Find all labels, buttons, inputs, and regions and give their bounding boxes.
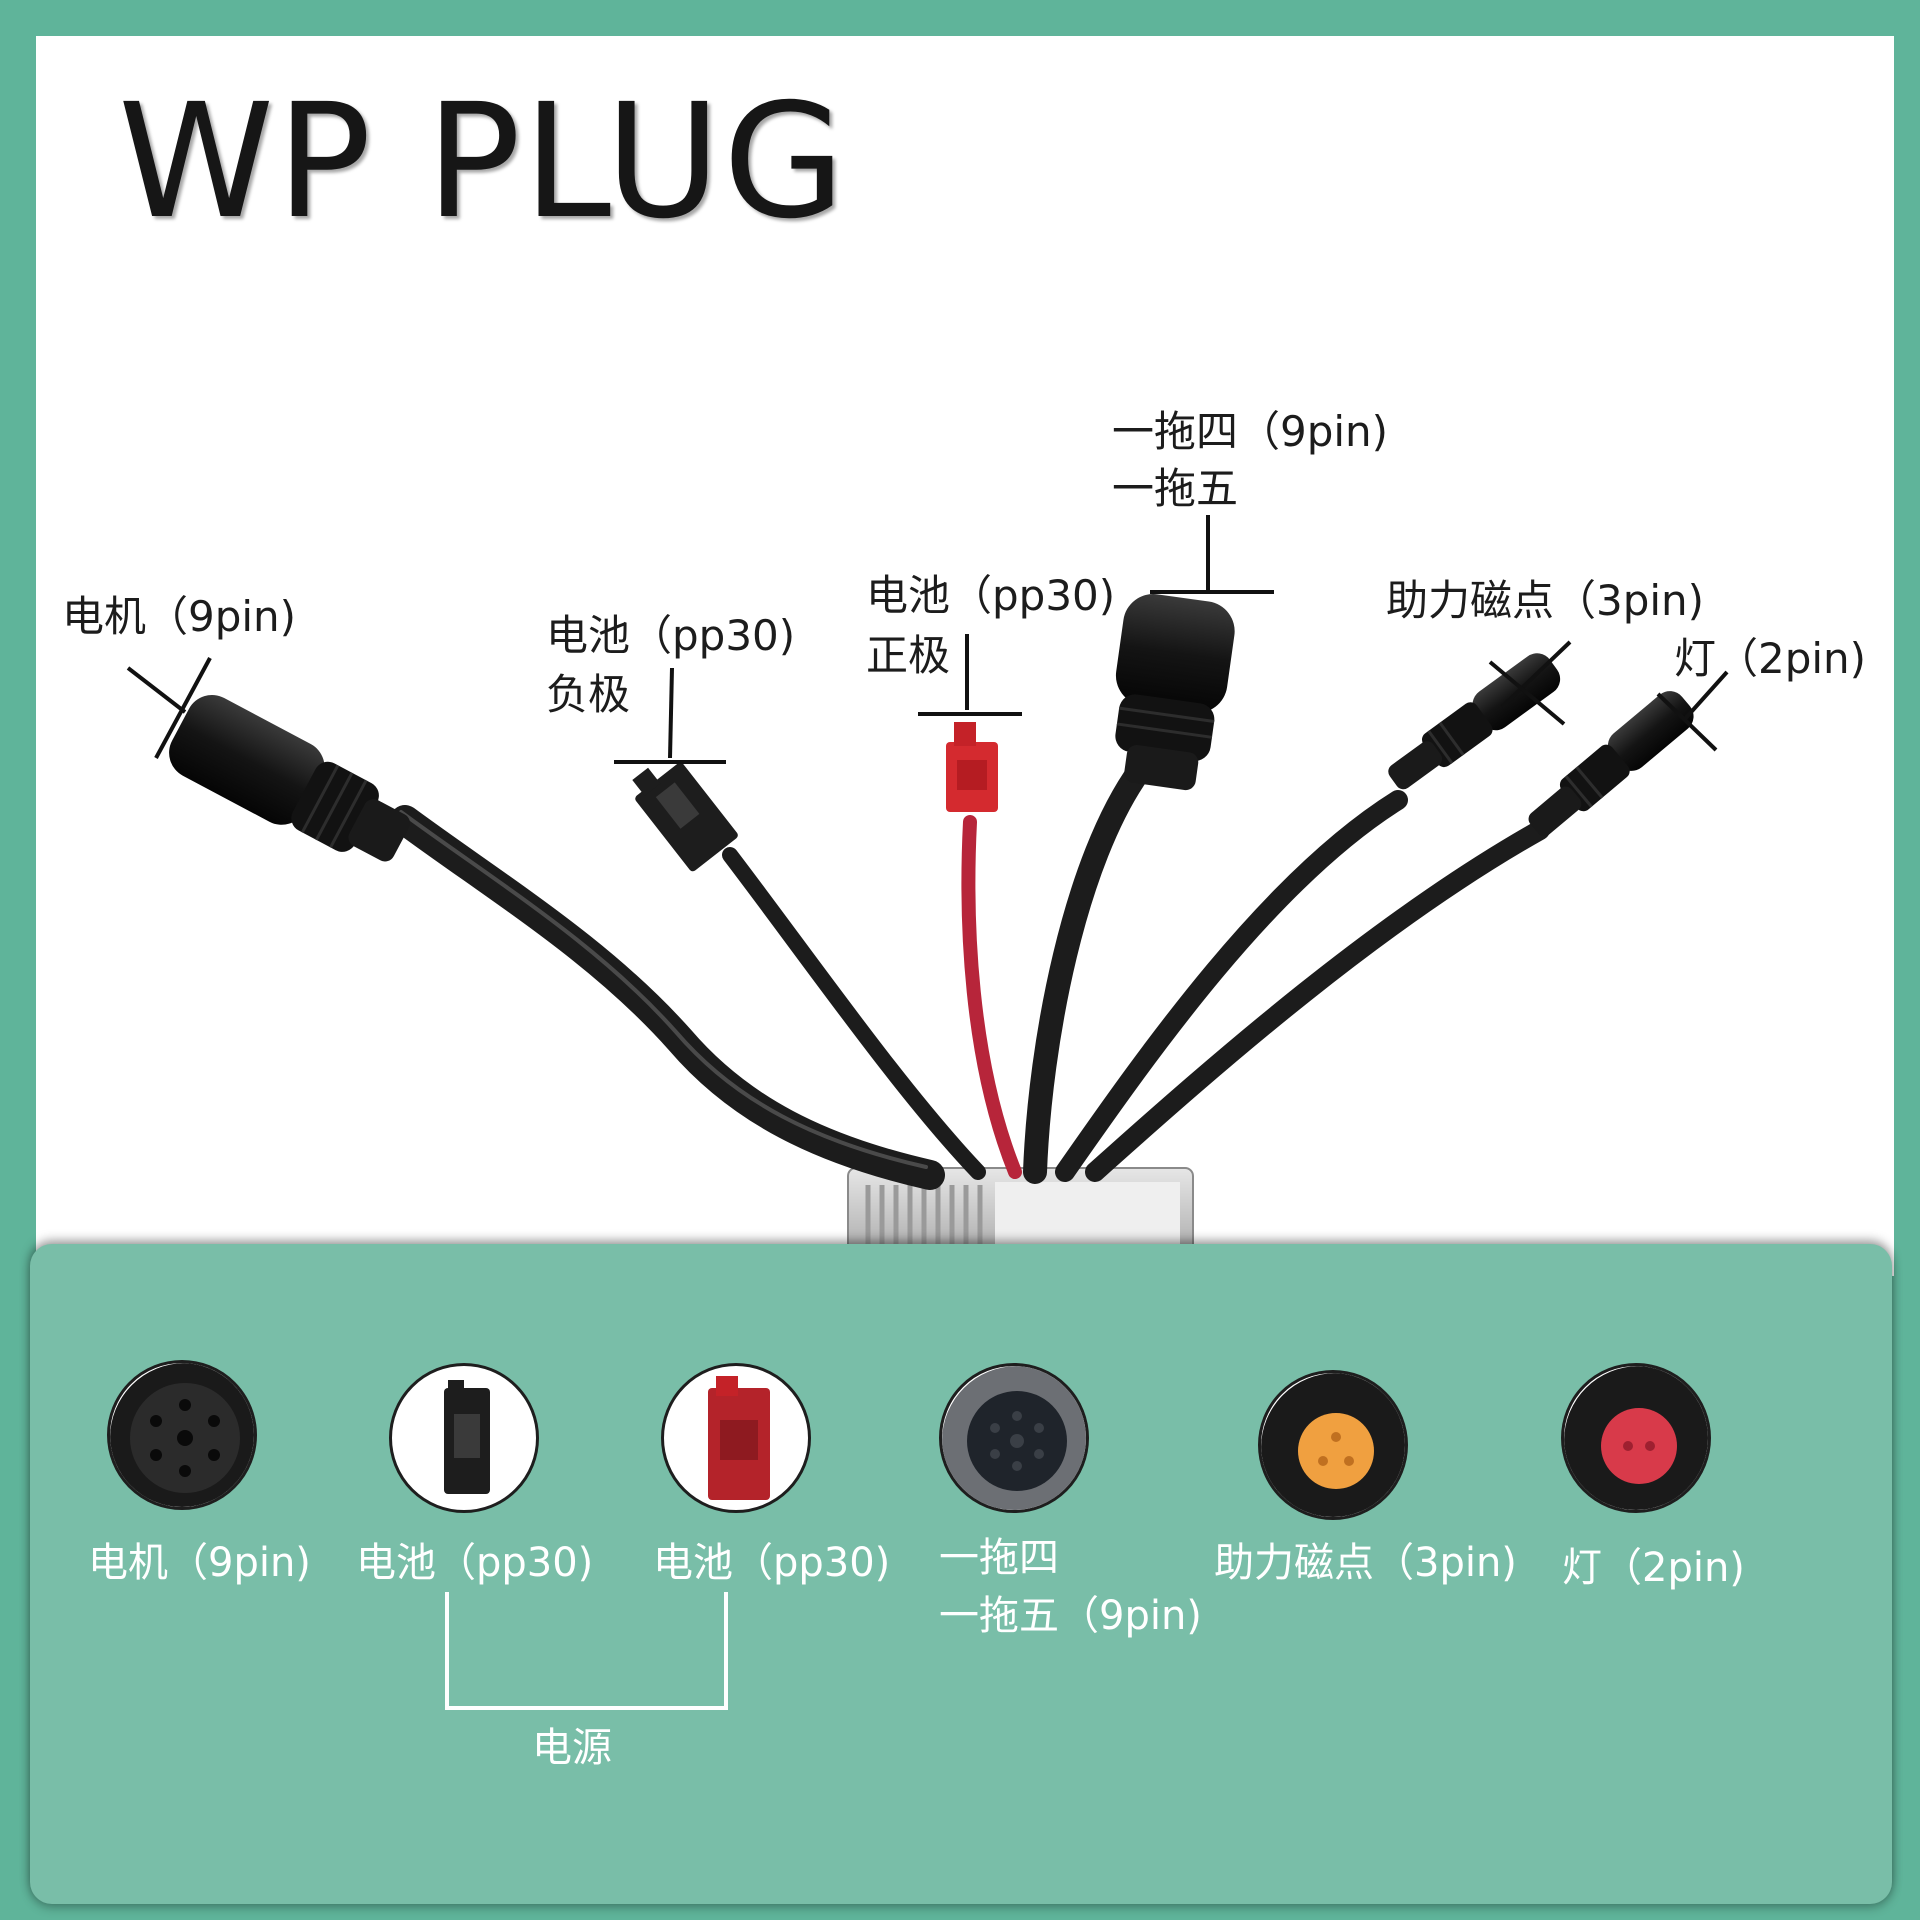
light-connector-icon [1561,1363,1711,1513]
callout-battery-positive-subtitle: 正极 [866,631,951,680]
callout-light: 灯（2pin) [1674,634,1867,683]
legend-one-to-four-subtitle: 一拖五（9pin) [939,1593,1202,1639]
callout-motor: 电机（9pin) [62,592,297,641]
callout-assist-magnet: 助力磁点（3pin) [1386,576,1705,625]
legend-motor-label: 电机（9pin) [88,1540,311,1586]
power-group-bracket [445,1592,728,1710]
assist-magnet-connector-icon [1258,1370,1408,1520]
callout-battery-negative-subtitle: 负极 [546,670,631,719]
controller-box [847,1167,1194,1260]
black-pp30-plug [632,762,738,872]
red-pp30-plug [946,722,998,812]
motor-connector-icon [107,1360,257,1510]
leader-lines [126,515,1729,764]
motor-plug [169,694,410,862]
legend-battery-red-label: 电池（pp30) [653,1540,891,1586]
callout-battery-positive-title: 电池（pp30) [866,571,1116,620]
black-pp30-connector-icon [389,1363,539,1513]
legend-assist-magnet-label: 助力磁点（3pin) [1214,1540,1517,1586]
power-group-label: 电源 [532,1725,612,1771]
cables [390,758,1550,1190]
light-plug [1528,691,1694,837]
one-to-four-connector-icon [939,1363,1089,1513]
callout-one-to-four-title: 一拖四（9pin) [1112,407,1389,456]
legend-battery-black-label: 电池（pp30) [356,1540,594,1586]
legend-one-to-four-title: 一拖四 [939,1535,1059,1581]
callout-one-to-four-subtitle: 一拖五 [1112,464,1239,513]
cable-harness-drawing [126,515,1729,1260]
one-to-four-plug [1115,594,1235,791]
red-pp30-connector-icon [661,1363,811,1513]
legend-light-label: 灯（2pin) [1562,1545,1745,1591]
page-title: WP PLUG [118,70,848,254]
connector-legend-panel [30,1244,1892,1904]
callout-battery-negative-title: 电池（pp30) [546,611,796,660]
